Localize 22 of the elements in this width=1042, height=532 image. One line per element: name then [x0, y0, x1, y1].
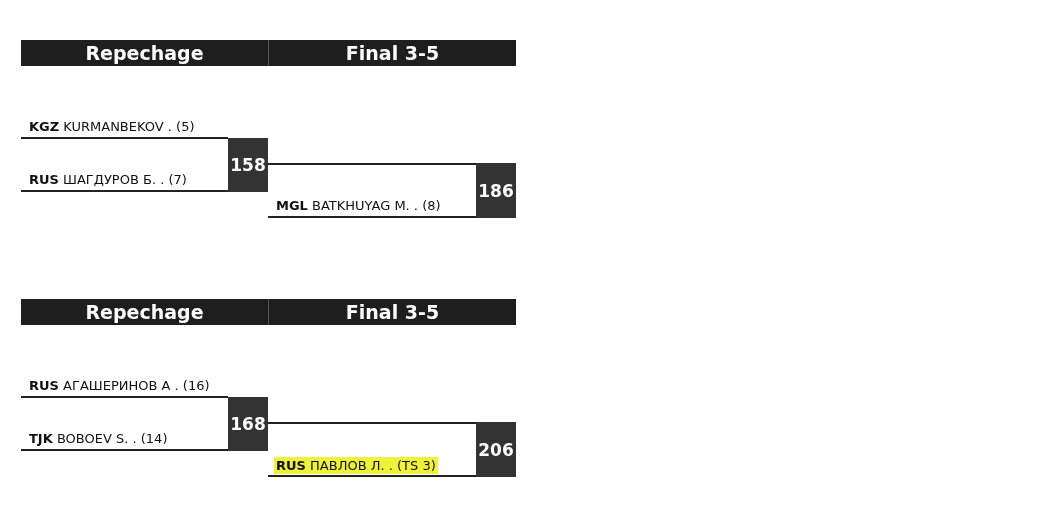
match-number-box: 206	[476, 422, 516, 477]
match-number-box: 158	[228, 138, 268, 192]
competitor-name: MGL BATKHUYAG M. . (8)	[276, 197, 441, 214]
column-header: Final 3-5	[268, 40, 516, 66]
competitor-name: RUS АГАШЕРИНОВ А . (16)	[29, 377, 210, 394]
bracket-line	[219, 190, 229, 192]
bracket-line	[219, 449, 229, 451]
bracket-line	[219, 396, 229, 398]
competitor-name: RUS ШАГДУРОВ Б. . (7)	[29, 171, 187, 188]
match-number-box: 168	[228, 397, 268, 451]
bracket-line	[219, 137, 229, 139]
competitor-name: KGZ KURMANBEKOV . (5)	[29, 118, 195, 135]
column-header: Repechage	[21, 299, 268, 325]
competitor-name: RUS ПАВЛОВ Л. . (TS 3)	[274, 457, 438, 474]
column-header: Repechage	[21, 40, 268, 66]
bracket-line	[467, 475, 477, 477]
bracket-line	[267, 422, 477, 424]
column-header: Final 3-5	[268, 299, 516, 325]
bracket-line	[467, 216, 477, 218]
match-number-box: 186	[476, 163, 516, 218]
competitor-name: TJK BOBOEV S. . (14)	[29, 430, 168, 447]
bracket-line	[267, 163, 477, 165]
